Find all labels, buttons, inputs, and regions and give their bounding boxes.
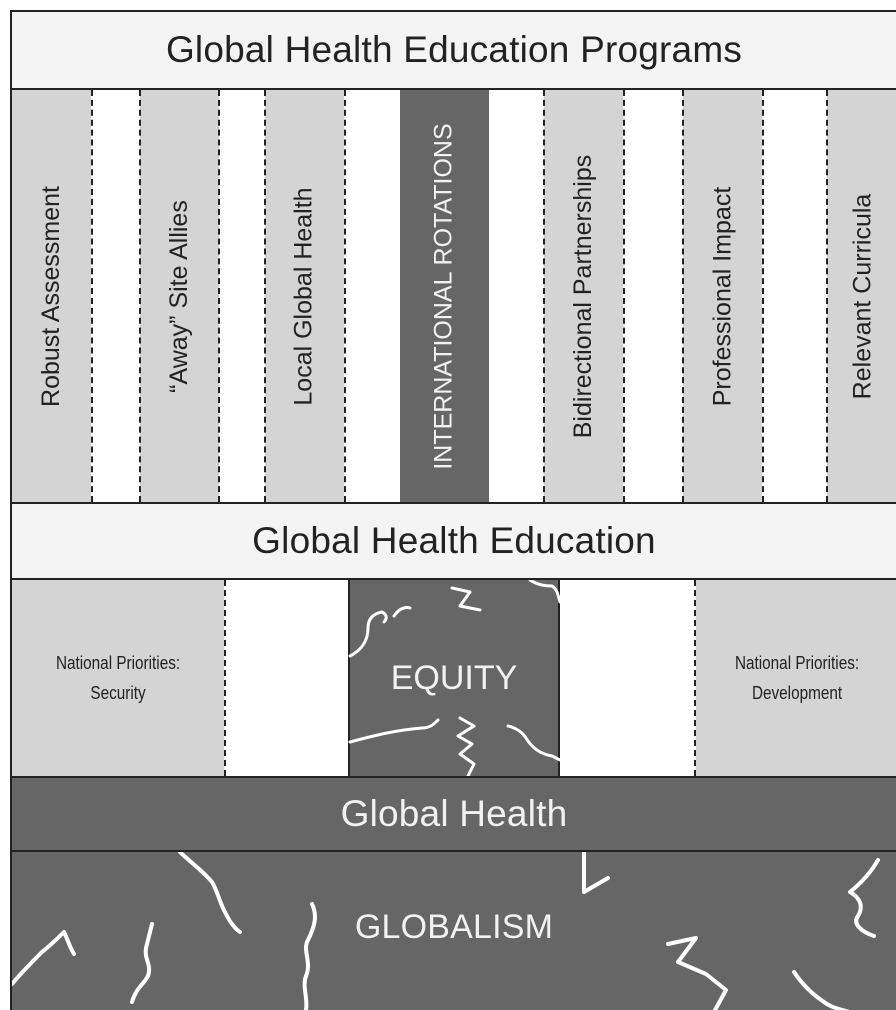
pillar-label: “Away” Site Allies <box>165 199 194 393</box>
pillar-border <box>344 90 346 502</box>
security-line2: Security <box>90 683 146 703</box>
pillar-border <box>826 90 828 502</box>
pillar-robust-assessment: Robust Assessment <box>12 90 91 502</box>
pillar-border <box>139 90 141 502</box>
divider-line <box>12 850 896 852</box>
equity-label: EQUITY <box>390 658 518 697</box>
pillar-professional-impact: Professional Impact <box>683 90 762 502</box>
pillar-relevant-curricula: Relevant Curricula <box>827 90 896 502</box>
divider-line <box>12 88 896 90</box>
education-title: Global Health Education <box>252 520 656 561</box>
pillar-border <box>218 90 220 502</box>
divider-line <box>12 578 896 580</box>
development-line2: Development <box>751 683 843 703</box>
national-priorities-security: National Priorities: Security <box>12 580 224 776</box>
pillar-label: Bidirectional Partnerships <box>569 154 598 438</box>
pillars-region: Robust Assessment “Away” Site Allies Loc… <box>12 90 896 502</box>
pillar-border <box>682 90 684 502</box>
pillar-bidirectional-partnerships: Bidirectional Partnerships <box>544 90 623 502</box>
security-line1: National Priorities: <box>55 653 181 673</box>
globalism-title: GLOBALISM <box>354 908 554 946</box>
global-health-band: Global Health <box>12 778 896 850</box>
cell-border <box>694 580 696 776</box>
foundation-row: National Priorities: Security EQUITY Nat… <box>12 580 896 776</box>
divider-line <box>12 502 896 504</box>
pillar-label: Robust Assessment <box>37 185 65 407</box>
diagram-frame: Global Health Education Programs Robust … <box>10 10 896 1010</box>
pillar-local-global-health: Local Global Health <box>265 90 344 502</box>
divider-line <box>12 776 896 778</box>
pillar-label: Relevant Curricula <box>848 193 877 399</box>
cell-border <box>224 580 226 776</box>
pillar-international-rotations: INTERNATIONAL ROTATIONS <box>400 90 489 502</box>
pillar-border <box>543 90 545 502</box>
equity-block: EQUITY <box>348 580 560 776</box>
development-line1: National Priorities: <box>734 653 860 673</box>
pillar-border <box>762 90 764 502</box>
national-priorities-development: National Priorities: Development <box>696 580 896 776</box>
programs-title: Global Health Education Programs <box>165 29 743 70</box>
programs-title-band: Global Health Education Programs <box>12 12 896 88</box>
pillar-border <box>623 90 625 502</box>
pillar-label: Professional Impact <box>708 186 737 406</box>
pillar-label: INTERNATIONAL ROTATIONS <box>430 122 459 470</box>
pillar-border <box>264 90 266 502</box>
global-health-title: Global Health <box>340 793 568 834</box>
pillar-away-site-allies: “Away” Site Allies <box>140 90 219 502</box>
pillar-border <box>91 90 93 502</box>
pillar-label: Local Global Health <box>290 186 319 406</box>
education-band: Global Health Education <box>12 504 896 578</box>
globalism-base: GLOBALISM <box>12 852 896 1010</box>
